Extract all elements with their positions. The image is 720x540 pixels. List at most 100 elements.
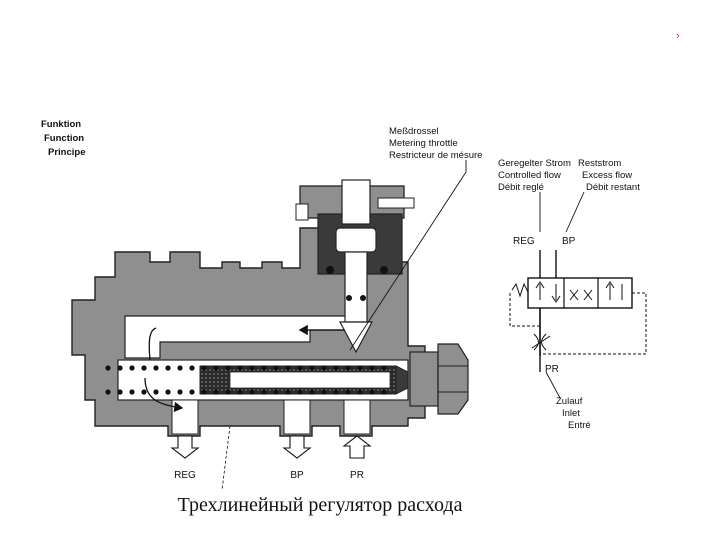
spring-coil-bottom xyxy=(177,389,183,395)
throttle-label-fr: Restricteur de mésure xyxy=(389,150,482,161)
spring-coil-bottom xyxy=(189,389,195,395)
throttle-stem xyxy=(341,179,371,225)
valve-arrow-2 xyxy=(551,284,561,303)
caption-leader-line xyxy=(221,425,231,491)
valve-envelope xyxy=(527,277,633,309)
spring-coil-bottom xyxy=(141,389,147,395)
diagram-caption: Трехлинейный регулятор расхода xyxy=(177,494,463,516)
throttle-label-en: Metering throttle xyxy=(389,138,458,149)
spring-coil-bottom xyxy=(225,389,231,395)
inlet-label-de: Zulauf xyxy=(556,396,583,407)
spring-coil-top xyxy=(105,365,111,371)
spring-coil-top xyxy=(369,365,375,371)
function-label-de: Funktion xyxy=(41,119,81,130)
function-label-block: Funktion Function Principe xyxy=(41,119,86,158)
pilot-line-left xyxy=(509,293,540,327)
valve-arrow-1 xyxy=(535,281,545,300)
corner-mark: › xyxy=(676,30,680,42)
spring-coil-top xyxy=(321,365,327,371)
valve-port-reg: REG xyxy=(174,470,196,481)
spring-coil-top xyxy=(381,365,387,371)
spring-coil-bottom xyxy=(345,389,351,395)
spring-coil-top xyxy=(285,365,291,371)
controlled-flow-label-de: Geregelter Strom xyxy=(498,158,571,169)
valve-port-pr: PR xyxy=(350,470,364,481)
bp-out-arrow xyxy=(282,435,312,459)
spring-coil-top xyxy=(129,365,135,371)
spring-coil-bottom xyxy=(273,389,279,395)
spring-coil-top xyxy=(345,365,351,371)
bp-leader xyxy=(565,191,585,233)
function-label-fr: Principe xyxy=(48,147,86,158)
spool-end xyxy=(395,365,409,395)
excess-flow-label-de: Reststrom xyxy=(578,158,621,169)
reg-out-arrow xyxy=(170,435,200,459)
spring-coil-bottom xyxy=(333,389,339,395)
throttle-needle-tip xyxy=(339,321,373,354)
spring-coil-top xyxy=(189,365,195,371)
spring-coil-bottom xyxy=(201,389,207,395)
schematic-port-bp: BP xyxy=(562,236,576,247)
spool-assembly xyxy=(105,324,469,415)
bp-port-cavity xyxy=(283,399,311,435)
function-label-en: Function xyxy=(44,133,84,144)
flow-arrow-reg xyxy=(144,377,184,413)
spring-coil-top xyxy=(213,365,219,371)
spring-coil-bottom xyxy=(261,389,267,395)
spring-coil-top xyxy=(141,365,147,371)
inlet-leader xyxy=(545,371,561,399)
spring-coil-bottom xyxy=(237,389,243,395)
controlled-flow-label-en: Controlled flow xyxy=(498,170,561,181)
throttle-needle-shaft xyxy=(344,251,368,323)
pr-port-cavity xyxy=(343,399,371,435)
end-nut xyxy=(437,343,469,415)
pilot-line-right xyxy=(540,292,647,355)
controlled-flow-label-fr: Débit reglé xyxy=(498,182,544,193)
spring-coil-top xyxy=(201,365,207,371)
spring-coil-bottom xyxy=(249,389,255,395)
o-ring-needle-left xyxy=(346,295,352,301)
o-ring-right xyxy=(380,266,388,274)
schematic-spring xyxy=(511,282,529,298)
valve-port-bp: BP xyxy=(290,470,304,481)
spring-coil-top xyxy=(225,365,231,371)
spring-coil-bottom xyxy=(381,389,387,395)
spring-coil-bottom xyxy=(369,389,375,395)
inlet-label-en: Inlet xyxy=(562,408,580,419)
throttle-head xyxy=(335,227,377,253)
spring-coil-top xyxy=(297,365,303,371)
o-ring-needle-right xyxy=(360,295,366,301)
spring-coil-bottom xyxy=(321,389,327,395)
spring-coil-bottom xyxy=(105,389,111,395)
throttle-label-de: Meßdrossel xyxy=(389,126,439,137)
spring-coil-top xyxy=(261,365,267,371)
spring-coil-top xyxy=(165,365,171,371)
spool-spring xyxy=(105,365,387,395)
o-ring-left xyxy=(326,266,334,274)
pr-in-arrow xyxy=(342,435,372,459)
spring-coil-bottom xyxy=(309,389,315,395)
spring-coil-top xyxy=(249,365,255,371)
spring-coil-top xyxy=(117,365,123,371)
metering-orifice-symbol xyxy=(531,333,551,351)
spring-coil-bottom xyxy=(165,389,171,395)
excess-flow-label-fr: Débit restant xyxy=(586,182,640,193)
spool-bore-inner xyxy=(229,371,391,389)
cap-lug-left xyxy=(295,203,309,221)
port-arrows: REG BP PR xyxy=(170,435,372,481)
hydraulic-schematic: Geregelter Strom Controlled flow Débit r… xyxy=(498,158,647,431)
spring-coil-top xyxy=(333,365,339,371)
throttle-leader-line xyxy=(349,160,467,351)
reg-port-cavity xyxy=(171,399,199,435)
spring-coil-top xyxy=(357,365,363,371)
metering-throttle xyxy=(295,179,415,354)
spring-coil-bottom xyxy=(285,389,291,395)
schematic-port-pr: PR xyxy=(545,364,559,375)
spring-coil-bottom xyxy=(117,389,123,395)
spring-coil-top xyxy=(177,365,183,371)
spring-coil-top xyxy=(309,365,315,371)
end-plug xyxy=(409,351,439,407)
spring-coil-bottom xyxy=(213,389,219,395)
cap-lug-right xyxy=(377,197,415,209)
